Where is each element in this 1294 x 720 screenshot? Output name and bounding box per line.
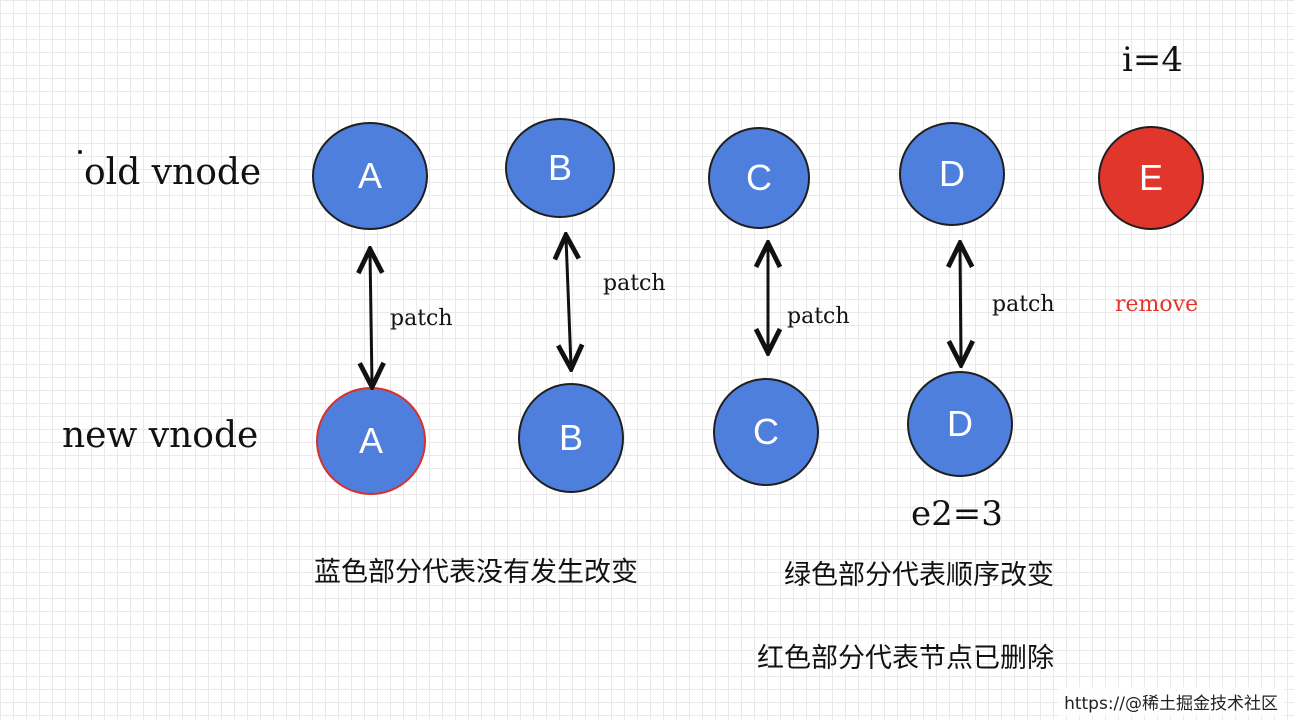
patch-label-c: patch	[787, 304, 850, 329]
new-node-d: D	[907, 371, 1013, 477]
arrow-d	[960, 246, 961, 362]
patch-label-d: patch	[992, 292, 1055, 317]
old-node-b: B	[505, 118, 615, 218]
old-node-a: A	[312, 122, 428, 230]
arrow-b	[566, 238, 571, 366]
arrow-a	[370, 252, 372, 384]
stray-dot	[78, 150, 82, 154]
new-node-a: A	[316, 387, 426, 495]
caption-red: 红色部分代表节点已删除	[757, 643, 1054, 674]
watermark: https://@稀土掘金技术社区	[1058, 687, 1284, 716]
patch-label-a: patch	[390, 306, 453, 331]
old-vnode-label: old vnode	[84, 152, 262, 193]
patch-label-b: patch	[603, 271, 666, 296]
old-node-d: D	[899, 122, 1005, 226]
remove-label: remove	[1115, 292, 1199, 317]
new-node-b: B	[518, 383, 624, 493]
caption-blue: 蓝色部分代表没有发生改变	[314, 557, 638, 588]
caption-green: 绿色部分代表顺序改变	[784, 560, 1054, 591]
new-vnode-label: new vnode	[62, 415, 259, 456]
e2-marker: e2=3	[911, 494, 1003, 534]
new-node-c: C	[713, 378, 819, 486]
i-marker: i=4	[1122, 40, 1183, 80]
old-node-c: C	[708, 127, 810, 229]
old-node-e: E	[1098, 126, 1204, 230]
